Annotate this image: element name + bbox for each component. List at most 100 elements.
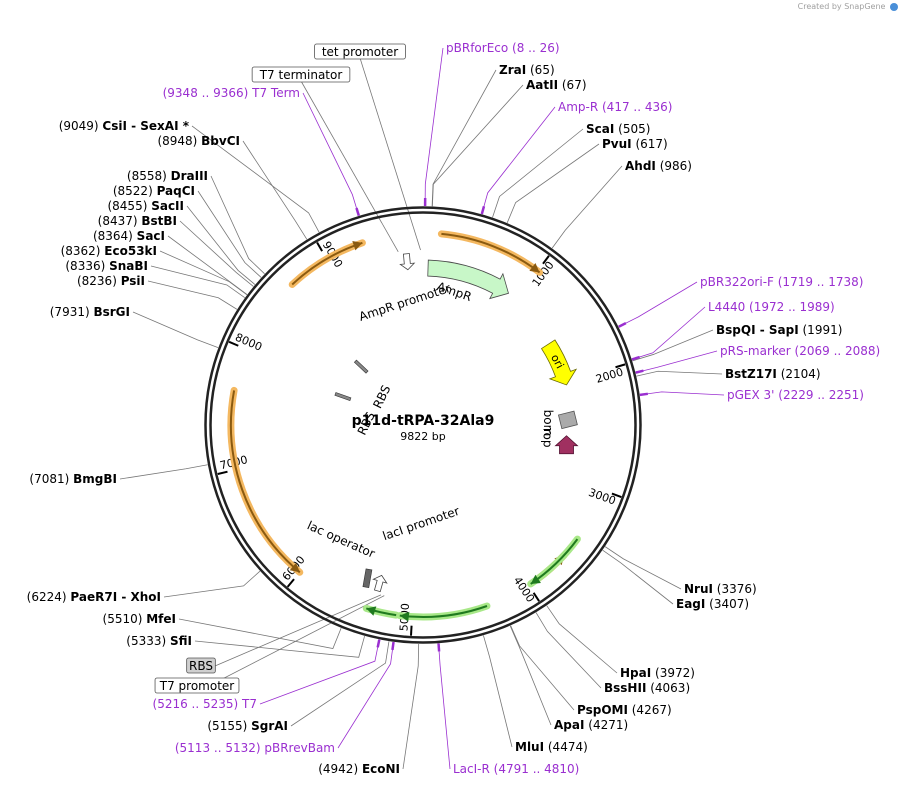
snapgene-brand: Created by SnapGene: [798, 2, 898, 11]
tick-mark: [217, 470, 228, 475]
primer-label: (5113 .. 5132) pBRrevBam: [175, 741, 335, 755]
primer-label: pGEX 3' (2229 .. 2251): [727, 388, 864, 402]
restriction-site-label: NruI (3376): [684, 582, 757, 596]
primer-mark: [631, 355, 640, 361]
site-leader-line: [431, 84, 524, 207]
site-leader-line: [210, 175, 265, 275]
restriction-site-label: BssHII (4063): [604, 681, 690, 695]
site-leader-line: [483, 635, 513, 748]
site-leader-line: [506, 143, 600, 223]
plasmid-name: p11d-tRPA-32Ala9: [352, 413, 495, 429]
boxed-label-text: RBS: [189, 659, 213, 673]
boxed-label: [251, 66, 351, 83]
primer-mark: [355, 207, 361, 216]
primer-mark: [437, 643, 441, 652]
orf-arrow-icon: [366, 606, 377, 616]
restriction-site-label: AhdI (986): [625, 159, 692, 173]
site-leader-line: [509, 625, 552, 726]
boxed-label-text: T7 promoter: [159, 679, 235, 693]
site-leader-line: [167, 235, 248, 295]
site-leader-line: [290, 641, 390, 727]
tick-mark: [615, 363, 626, 369]
primer-label: L4440 (1972 .. 1989): [708, 300, 835, 314]
site-leader-line: [604, 546, 682, 590]
restriction-site-label: EagI (3407): [676, 597, 749, 611]
restriction-site-label: (8437) BstBI: [98, 214, 177, 228]
site-leader-line: [159, 250, 248, 296]
site-leader-line: [119, 464, 208, 480]
site-leader-line: [191, 125, 320, 233]
tick-label: 1000: [530, 259, 557, 289]
restriction-site-label: (8336) SnaBI: [65, 259, 148, 273]
ori-label: ori: [548, 352, 566, 371]
primer-label: LacI-R (4791 .. 4810): [453, 762, 579, 776]
restriction-site-label: (8236) PsiI: [77, 274, 145, 288]
site-leader-line: [636, 370, 723, 377]
tick-mark: [532, 592, 540, 602]
bom-feature: [557, 410, 578, 430]
site-leader-line: [178, 618, 342, 649]
orf-arrow-icon: [529, 263, 540, 273]
primer-leader-line: [302, 92, 360, 216]
site-leader-line: [197, 190, 262, 278]
boxed-leader-line: [359, 57, 421, 251]
restriction-site-label: BspQI - SapI (1991): [716, 323, 842, 337]
orf-arrow-icon: [352, 240, 363, 251]
snapgene-logo-icon: [890, 2, 898, 11]
orf-arcs: [227, 230, 581, 622]
site-leader-line: [535, 612, 602, 689]
orf-arrow-icon: [530, 574, 541, 584]
site-leader-line: [632, 329, 714, 362]
tick-mark: [316, 242, 323, 252]
restriction-site-label: (8364) SacI: [93, 229, 165, 243]
backbone-inner: [209, 211, 637, 639]
primer-label: (5216 .. 5235) T7: [153, 697, 257, 711]
ori-feature: [540, 339, 578, 386]
brand-text: Created by SnapGene: [797, 2, 886, 11]
restriction-site-label: (8948) BbvCI: [157, 134, 240, 148]
boxed-leader-line: [200, 594, 382, 673]
tick-mark: [286, 578, 295, 588]
site-leader-line: [402, 643, 420, 770]
restriction-site-label: ZraI (65): [499, 63, 555, 77]
boxed-label-text: T7 terminator: [259, 68, 343, 82]
restriction-site-label: BstZ17I (2104): [725, 367, 821, 381]
restriction-site-label: (7931) BsrGI: [50, 305, 130, 319]
tick-mark: [542, 255, 550, 265]
map-center: p11d-tRPA-32Ala9 9822 bp: [352, 413, 495, 443]
boxed-leader-line: [300, 80, 399, 252]
restriction-site-label: (9049) CsiI - SexAI *: [59, 119, 190, 133]
plasmid-size: 9822 bp: [400, 430, 445, 443]
rbs-feature: [334, 392, 352, 402]
orf-arc: [441, 232, 541, 274]
promoter-feature: [372, 574, 388, 593]
promoter-arrow-icon: [399, 253, 416, 271]
restriction-site-label: PspOMI (4267): [577, 703, 672, 717]
boxed-label: [314, 43, 406, 60]
site-leader-line: [492, 128, 584, 218]
restriction-site-label: (7081) BmgBI: [29, 472, 117, 486]
primer-label: pBR322ori-F (1719 .. 1738): [700, 275, 863, 289]
tick-mark: [409, 625, 413, 636]
restriction-site-label: HpaI (3972): [620, 666, 695, 680]
restriction-site-label: ScaI (505): [586, 122, 650, 136]
tick-mark: [228, 340, 239, 347]
tick-label: 8000: [233, 331, 264, 354]
primer-mark: [480, 206, 486, 215]
restriction-site-label: (5333) SfiI: [126, 634, 192, 648]
boxed-label: [186, 657, 216, 674]
primer-label: pRS-marker (2069 .. 2088): [720, 344, 880, 358]
site-leader-line: [179, 220, 254, 287]
restriction-site-label: (8362) Eco53kI: [61, 244, 157, 258]
site-leader-line: [551, 165, 623, 249]
restriction-site-label: PvuI (617): [602, 137, 668, 151]
restriction-site-label: (4942) EcoNI: [318, 762, 400, 776]
primer-mark: [391, 641, 395, 651]
backbone-outer: [204, 206, 642, 644]
site-leader-line: [510, 625, 575, 711]
promoter-label: lacI promoter: [381, 504, 462, 543]
ampr-feature: [427, 259, 509, 300]
rbs-label: RBS: [370, 383, 393, 411]
restriction-site-label: MluI (4474): [515, 740, 588, 754]
